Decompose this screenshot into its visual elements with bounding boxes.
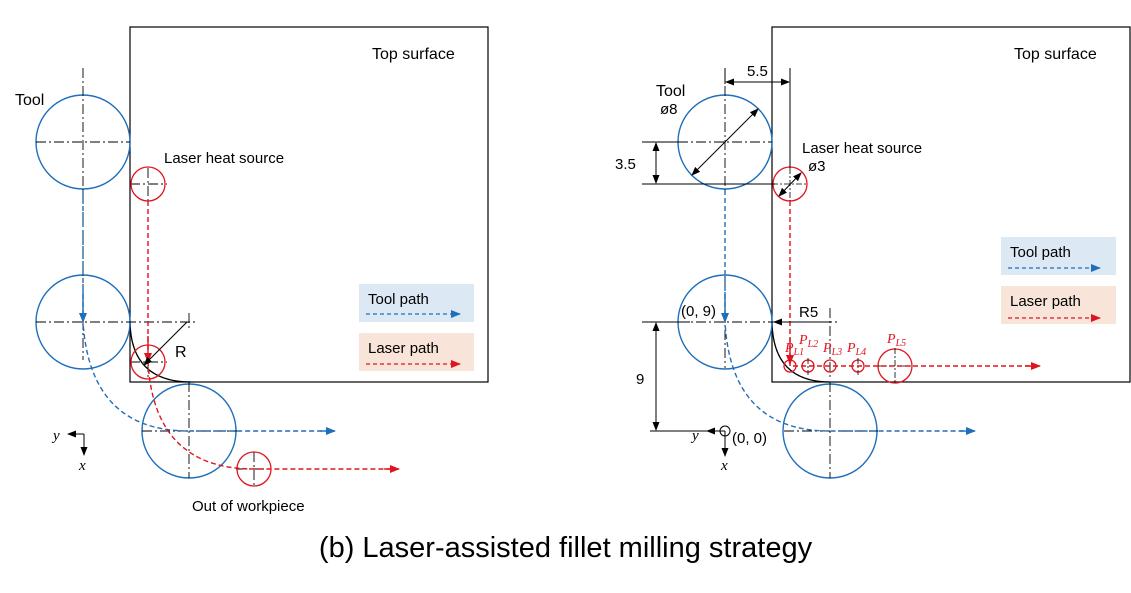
- radius-arrow: [143, 321, 188, 366]
- workpiece-outline: [129, 26, 489, 383]
- top-surface-label-right: Top surface: [1014, 46, 1097, 63]
- legend-laser-label-right: Laser path: [1010, 293, 1081, 310]
- tool-label: Tool: [15, 92, 44, 109]
- pl5-label: PL5: [886, 332, 906, 349]
- axis-y-label: y: [51, 428, 60, 444]
- center-lines-right: [678, 68, 878, 478]
- laser-heat-source-label-right: Laser heat source: [802, 140, 922, 157]
- fillet-arc-right: [771, 321, 831, 383]
- left-panel: Top surface: [15, 26, 489, 515]
- coord-0-9-label: (0, 9): [681, 303, 716, 320]
- axis-x-label-right: x: [720, 458, 728, 474]
- laser-path-right: [789, 201, 1038, 367]
- tool-path-right: [724, 190, 974, 432]
- tool-label-right: Tool: [656, 83, 685, 100]
- pl1-label: PL1: [784, 341, 804, 358]
- tool-path-left: [82, 190, 334, 432]
- axes-left: y x: [51, 428, 88, 474]
- laser-heat-source-label: Laser heat source: [164, 150, 284, 167]
- laser-point-labels: PL1 PL2 PL3 PL4 PL5: [784, 332, 906, 358]
- dim-5-5-label: 5.5: [747, 63, 768, 80]
- tool-diameter-label: ø8: [660, 101, 678, 118]
- fillet-arc: [129, 321, 192, 383]
- axes-right: y x: [690, 427, 729, 474]
- figure-caption: (b) Laser-assisted fillet milling strate…: [318, 532, 813, 564]
- dim-9-label: 9: [636, 371, 644, 388]
- out-of-workpiece-label: Out of workpiece: [192, 498, 305, 515]
- legend-tool-label-right: Tool path: [1010, 244, 1071, 261]
- legend-tool-label: Tool path: [368, 291, 429, 308]
- laser-circles: [130, 166, 272, 487]
- radius-r5-label: R5: [799, 304, 818, 321]
- workpiece-outline-right: [771, 26, 1131, 383]
- legend-laser-label: Laser path: [368, 340, 439, 357]
- dim-3-5-label: 3.5: [615, 156, 636, 173]
- radius-label: R: [175, 344, 187, 361]
- top-surface-label: Top surface: [372, 46, 455, 63]
- axis-y-label-right: y: [690, 428, 699, 444]
- laser-path-left: [147, 201, 398, 470]
- pl2-label: PL2: [798, 333, 818, 350]
- pl3-label: PL3: [822, 341, 842, 358]
- pl4-label: PL4: [846, 341, 866, 358]
- coord-0-0-label: (0, 0): [732, 430, 767, 447]
- axis-x-label: x: [78, 458, 86, 474]
- right-panel: Top surface: [615, 26, 1131, 479]
- laser-diameter-label: ø3: [808, 158, 826, 175]
